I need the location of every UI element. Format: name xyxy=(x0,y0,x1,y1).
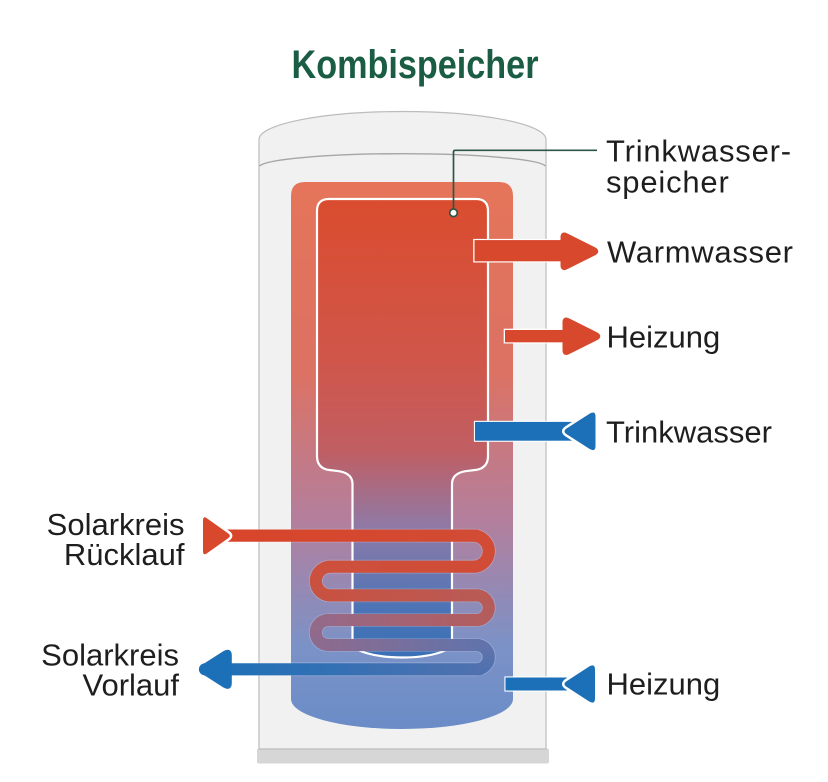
svg-text:Rücklauf: Rücklauf xyxy=(64,537,185,572)
svg-text:Vorlauf: Vorlauf xyxy=(82,668,179,703)
svg-text:Solarkreis: Solarkreis xyxy=(41,638,179,673)
svg-text:Heizung: Heizung xyxy=(607,319,721,354)
svg-text:Trinkwasser: Trinkwasser xyxy=(606,415,772,450)
svg-text:Kombispeicher: Kombispeicher xyxy=(292,43,539,87)
svg-text:Solarkreis: Solarkreis xyxy=(47,507,185,542)
svg-text:Heizung: Heizung xyxy=(607,667,721,702)
svg-text:Trinkwasser-: Trinkwasser- xyxy=(606,134,792,169)
svg-text:speicher: speicher xyxy=(606,165,730,200)
svg-text:Warmwasser: Warmwasser xyxy=(607,234,794,269)
